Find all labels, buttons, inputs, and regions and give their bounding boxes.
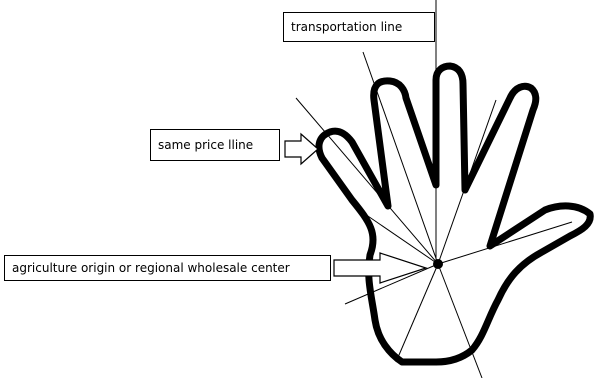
radial-line-2 [295,97,439,265]
radial-line-8 [344,263,439,305]
same-price-arrow-icon [284,132,319,166]
radial-line-3 [361,211,439,265]
radial-line-7 [437,263,483,378]
same-price-line-label: same price lline [150,129,280,161]
center-dot-icon [433,259,443,269]
radial-line-5 [437,221,573,265]
origin-arrow-icon [333,252,428,284]
radial-line-6 [395,263,439,363]
radial-lines [295,0,573,378]
transportation-line-label: transportation line [283,12,435,42]
origin-label: agriculture origin or regional wholesale… [4,255,331,281]
hand-outline-icon [315,62,594,366]
